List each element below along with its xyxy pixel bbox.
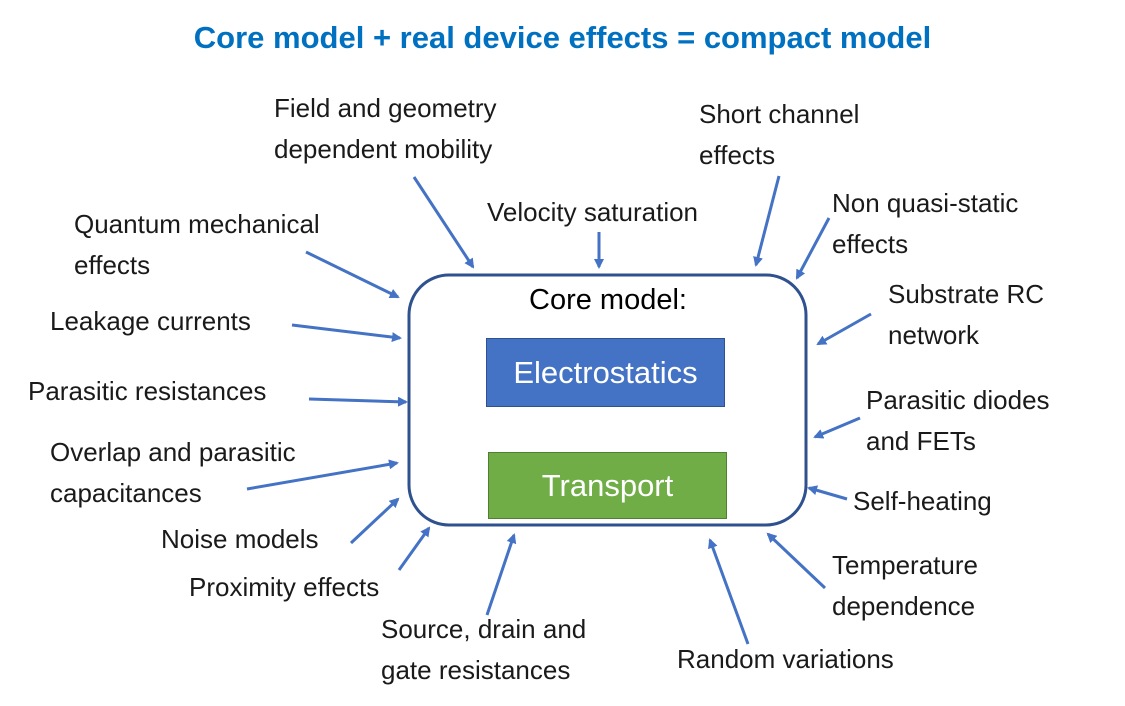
label-overlap: Overlap and parasitic capacitances [50,432,296,514]
arrow-overlap [246,459,399,491]
label-line: dependence [832,591,976,621]
label-line: dependent mobility [274,134,493,164]
label-line: network [888,320,980,350]
label-line: Parasitic diodes [866,385,1050,415]
arrow-self-heating [807,485,848,501]
label-line: Noise models [161,524,319,554]
arrow-random [708,538,750,645]
label-temperature: Temperature dependence [832,545,978,627]
arrow-source-drain [485,533,517,616]
label-line: Leakage currents [50,306,251,336]
label-leakage: Leakage currents [50,301,251,342]
core-model-title: Core model: [529,284,687,316]
arrow-proximity [397,526,431,571]
label-line: Short channel [699,99,860,129]
label-non-quasi-static: Non quasi-static effects [832,183,1018,265]
label-quantum: Quantum mechanical effects [74,204,320,286]
transport-block: Transport [488,452,727,519]
label-parasitic-diodes: Parasitic diodes and FETs [866,380,1050,462]
label-line: Non quasi-static [832,188,1019,218]
label-line: Random variations [677,644,894,674]
label-line: Parasitic resistances [28,376,267,406]
arrow-field-mobility [412,176,475,269]
label-source-drain: Source, drain and gate resistances [381,609,586,691]
label-line: Overlap and parasitic [50,437,296,467]
label-line: Quantum mechanical [74,209,320,239]
label-line: Proximity effects [189,572,380,602]
label-random: Random variations [677,639,894,680]
label-self-heating: Self-heating [853,481,992,522]
arrow-quantum [305,250,400,299]
label-short-channel: Short channel effects [699,94,859,176]
arrow-leakage [291,323,402,343]
label-substrate-rc: Substrate RC network [888,274,1044,356]
arrow-substrate-rc [816,312,872,346]
label-line: Substrate RC [888,279,1045,309]
label-line: effects [832,229,909,259]
label-parasitic-resistances: Parasitic resistances [28,371,266,412]
label-line: Velocity saturation [487,197,699,227]
label-velocity-saturation: Velocity saturation [487,192,698,233]
label-line: effects [74,250,151,280]
label-line: capacitances [50,478,202,508]
arrow-parasitic-diodes [813,416,861,439]
label-line: effects [699,140,776,170]
label-line: Self-heating [853,486,992,516]
label-line: gate resistances [381,655,571,685]
arrow-non-quasi-static [795,217,831,280]
diagram-title: Core model + real device effects = compa… [193,20,932,55]
arrow-temperature [766,532,827,590]
label-line: Source, drain and [381,614,587,644]
label-line: Temperature [832,550,978,580]
arrow-noise [349,497,400,545]
electrostatics-block: Electrostatics [486,338,725,407]
label-line: Field and geometry [274,93,497,123]
label-noise: Noise models [161,519,319,560]
arrow-parasitic-resistances [308,396,408,407]
label-proximity: Proximity effects [189,567,379,608]
label-field-mobility: Field and geometry dependent mobility [274,88,497,170]
arrow-short-channel [753,175,781,267]
label-line: and FETs [866,426,976,456]
